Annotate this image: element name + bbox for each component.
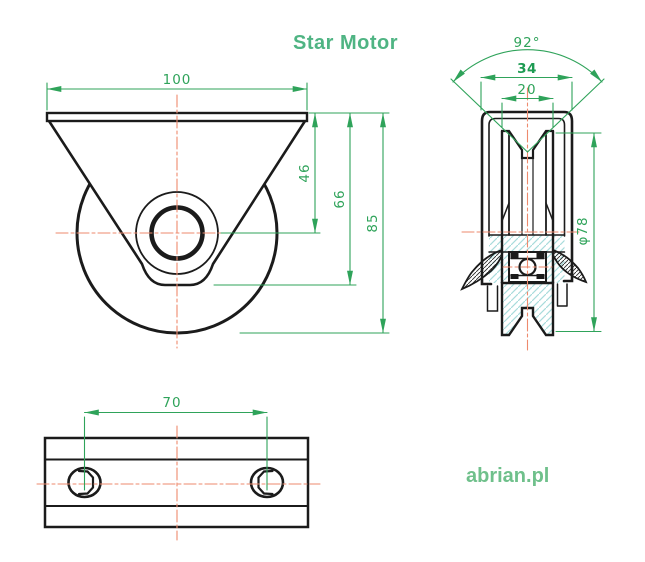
bracket-foot-left xyxy=(486,285,499,312)
dim-label-d78: φ78 xyxy=(575,216,591,245)
rim-inner-lines xyxy=(508,130,547,236)
hole-right-square-seat xyxy=(257,469,274,496)
front-view: 100 46 66 85 xyxy=(45,72,390,349)
dim-overall-width xyxy=(480,74,573,111)
dim-label-20: 20 xyxy=(517,82,536,98)
rim-outer-lines xyxy=(500,129,555,285)
hole-left-square-seat xyxy=(77,469,95,496)
dim-groove-angle xyxy=(450,49,605,153)
dim-label-46: 46 xyxy=(297,163,313,182)
dim-height-lines xyxy=(213,112,390,334)
dim-label-70: 70 xyxy=(162,395,181,411)
dim-wheel-diameter xyxy=(555,132,602,333)
dim-hole-spacing xyxy=(83,409,268,491)
rim-taper-lines xyxy=(501,202,554,222)
dim-label-100: 100 xyxy=(163,72,192,88)
brand-website: abrian.pl xyxy=(466,465,550,487)
brand-title: Star Motor xyxy=(293,32,398,54)
dim-label-34: 34 xyxy=(517,61,537,77)
dim-top-plate-width xyxy=(46,82,308,111)
bottom-view: 70 xyxy=(36,395,321,541)
bracket-foot-right xyxy=(556,283,568,307)
wheel-lower-section xyxy=(500,281,555,337)
hub-section-hatch xyxy=(489,235,565,283)
dim-label-92: 92° xyxy=(514,35,541,51)
groove-bottom-lines xyxy=(521,157,534,236)
dim-label-66: 66 xyxy=(332,189,348,208)
dim-groove-opening xyxy=(501,95,554,128)
dim-label-85: 85 xyxy=(365,213,381,232)
side-view: 92° 34 20 φ78 xyxy=(450,35,605,351)
